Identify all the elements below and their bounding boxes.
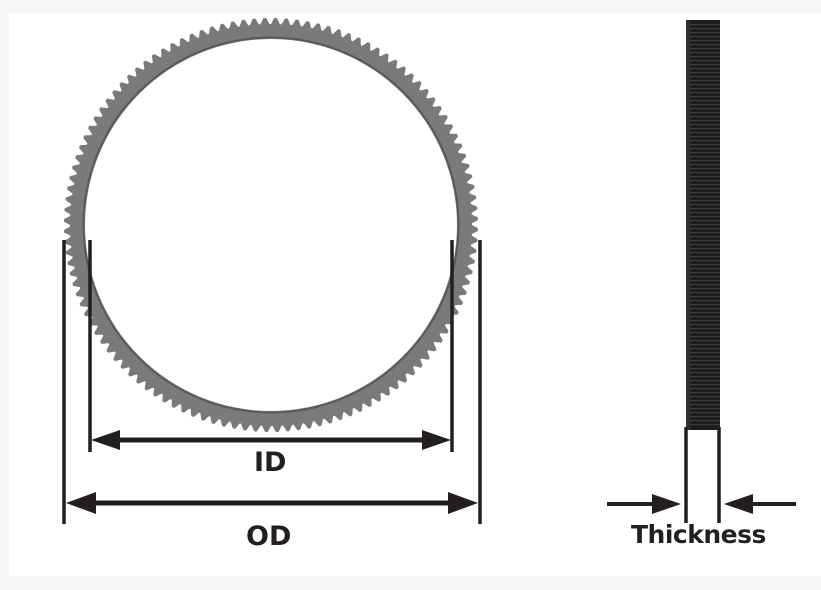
ring-gear-front-view bbox=[64, 18, 478, 432]
id-label: ID bbox=[254, 447, 287, 478]
od-dimension bbox=[62, 240, 482, 524]
thickness-dimension bbox=[607, 427, 796, 523]
od-label: OD bbox=[246, 521, 292, 552]
ring-gear-side-view bbox=[686, 20, 720, 430]
thickness-label: Thickness bbox=[631, 520, 766, 549]
id-dimension bbox=[88, 240, 454, 452]
